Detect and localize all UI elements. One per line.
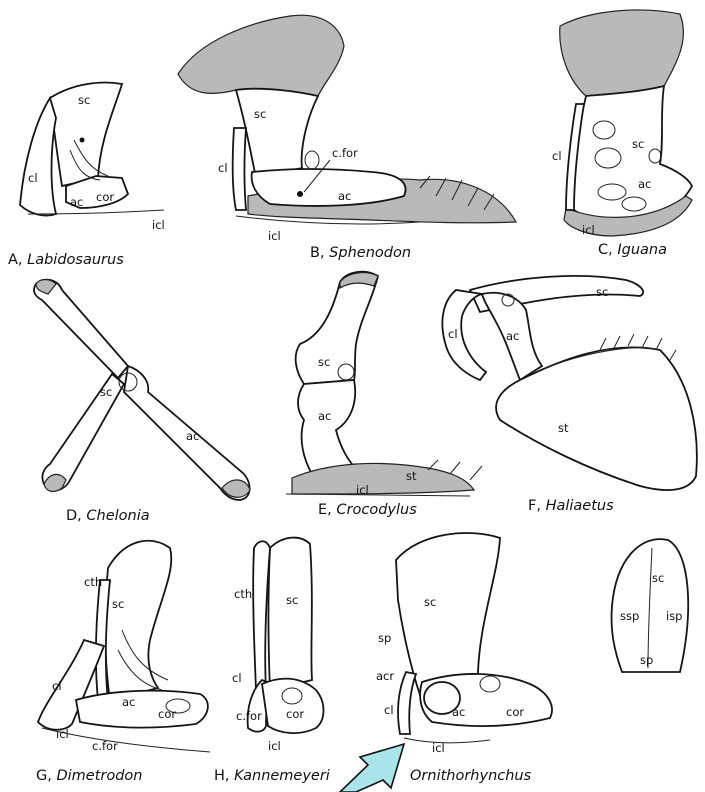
label-icl: icl — [152, 218, 165, 232]
label-ac: ac — [318, 409, 331, 423]
h-cleithrum — [253, 541, 270, 690]
label-cl: cl — [384, 703, 394, 717]
panel-b-sphenodon: sc c.for cl ac icl B, Sphenodon — [178, 15, 516, 261]
caption-i: Ornithorhynchus — [410, 768, 532, 784]
label-cor: cor — [286, 707, 304, 721]
label-ac: ac — [186, 429, 199, 443]
caption-e: E, Crocodylus — [318, 502, 417, 518]
pointer-arrow-icon — [340, 744, 404, 792]
i-interclavicle — [404, 738, 490, 743]
caption-d: D, Chelonia — [66, 508, 150, 524]
label-sc: sc — [632, 137, 644, 151]
label-sc: sc — [424, 595, 436, 609]
label-st: st — [406, 469, 417, 483]
label-cor: cor — [96, 190, 114, 204]
a-clavicle-shape — [20, 98, 56, 216]
label-ac: ac — [452, 705, 465, 719]
label-c-for: c.for — [332, 146, 358, 160]
label-ac: ac — [638, 177, 651, 191]
label-icl: icl — [56, 727, 69, 741]
label-sc: sc — [100, 385, 112, 399]
label-cl: cl — [448, 327, 458, 341]
label-cor: cor — [158, 707, 176, 721]
label-cl: cl — [552, 149, 562, 163]
label-icl: icl — [432, 741, 445, 755]
label-cl: cl — [28, 171, 38, 185]
label-cl: cl — [218, 161, 228, 175]
label-sc: sc — [78, 93, 90, 107]
c-scapulocoracoid — [570, 86, 692, 220]
h-coracoid — [262, 679, 324, 733]
label-c-for: c.for — [92, 739, 118, 753]
label-sp: sp — [640, 653, 653, 667]
label-sc: sc — [652, 571, 664, 585]
label-ac: ac — [122, 695, 135, 709]
label-icl: icl — [268, 229, 281, 243]
caption-h: H, Kannemeyeri — [214, 768, 330, 784]
label-c-for: c.for — [236, 709, 262, 723]
label-sc: sc — [112, 597, 124, 611]
panel-h-kannemeyeria: cth sc cl c.for cor icl H, Kannemeyeri — [214, 538, 330, 784]
panel-a-labidosaurus: sc cl ac cor icl A, Labidosaurus — [8, 83, 165, 268]
caption-f: F, Haliaetus — [528, 498, 614, 514]
label-icl: icl — [268, 739, 281, 753]
caption-b: B, Sphenodon — [310, 245, 411, 261]
label-sc: sc — [596, 285, 608, 299]
e-coracoid — [298, 380, 358, 474]
panel-g-dimetrodon: cth sc cl ac cor icl c.for G, Dimetrodon — [36, 541, 210, 784]
caption-c: C, Iguana — [598, 242, 667, 258]
b-clavicle — [233, 128, 246, 210]
label-sc: sc — [318, 355, 330, 369]
label-ssp: ssp — [620, 609, 639, 623]
panel-j-scapula-detail: sc ssp isp sp — [611, 539, 688, 672]
e-interclavicle — [286, 494, 470, 496]
b-coracoid — [252, 169, 406, 206]
label-icl: icl — [356, 483, 369, 497]
e-scapula — [296, 272, 378, 384]
caption-a: A, Labidosaurus — [8, 252, 124, 268]
label-cth: cth — [84, 575, 102, 589]
label-cl: cl — [232, 671, 242, 685]
label-sc: sc — [286, 593, 298, 607]
h-scapula — [269, 538, 313, 690]
label-ac: ac — [70, 195, 83, 209]
panel-f-haliaetus: sc cl ac st F, Haliaetus — [442, 276, 696, 514]
panel-d-chelonia: sc ac D, Chelonia — [34, 280, 250, 525]
label-acr: acr — [376, 669, 394, 683]
caption-g: G, Dimetrodon — [36, 768, 143, 784]
label-ac: ac — [506, 329, 519, 343]
label-cor: cor — [506, 705, 524, 719]
g-scapula — [105, 541, 171, 700]
label-isp: isp — [666, 609, 683, 623]
label-sp: sp — [378, 631, 391, 645]
i-clavicle — [398, 672, 416, 734]
panel-c-iguana: sc cl ac icl C, Iguana — [552, 10, 692, 258]
b-suprascapula — [178, 15, 344, 96]
label-ac: ac — [338, 189, 351, 203]
label-sc: sc — [254, 107, 266, 121]
label-cth: cth — [234, 587, 252, 601]
c-suprascapula — [560, 10, 684, 96]
label-cl: cl — [52, 679, 62, 693]
label-st: st — [558, 421, 569, 435]
label-icl: icl — [582, 223, 595, 237]
